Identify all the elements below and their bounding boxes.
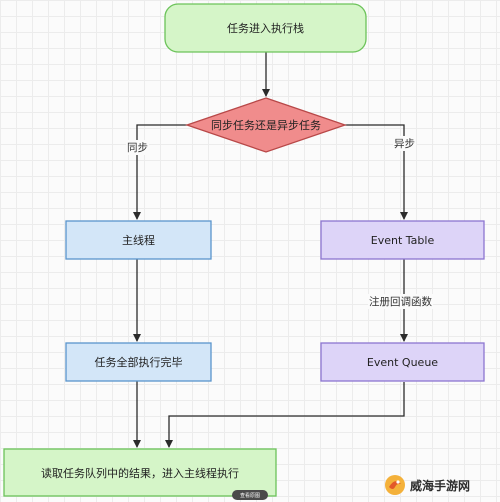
edge-sync: [133, 124, 187, 220]
start-node-label: 任务进入执行栈: [227, 22, 304, 35]
read-queue-node-label: 读取任务队列中的结果，进入主线程执行: [41, 466, 239, 480]
event-queue-node: [320, 342, 485, 382]
watermark-text: 威海手游网: [410, 478, 471, 493]
tasks-complete-node-label: 任务全部执行完毕: [94, 356, 183, 369]
watermark-logo-icon: [385, 475, 405, 495]
edge-queue-to-read: [165, 382, 405, 448]
start-node: [164, 3, 367, 53]
edge-async: [345, 124, 408, 220]
async-edge-label: 异步: [393, 136, 416, 151]
decision-node-label: 同步任务还是异步任务: [211, 119, 321, 132]
read-queue-node: [3, 448, 277, 497]
view-original-badge[interactable]: 查看原图: [232, 490, 268, 500]
decision-node: [184, 97, 348, 153]
main-thread-node: [65, 220, 212, 260]
main-thread-node-label: 主线程: [122, 234, 155, 247]
site-watermark: 威海手游网: [384, 472, 496, 498]
tasks-complete-node: [65, 342, 212, 382]
event-table-node: [320, 220, 485, 260]
sync-edge-label: 同步: [126, 140, 149, 155]
event-queue-node-label: Event Queue: [366, 355, 439, 369]
register-callback-edge-label: 注册回调函数: [368, 294, 433, 309]
event-table-node-label: Event Table: [370, 233, 435, 247]
